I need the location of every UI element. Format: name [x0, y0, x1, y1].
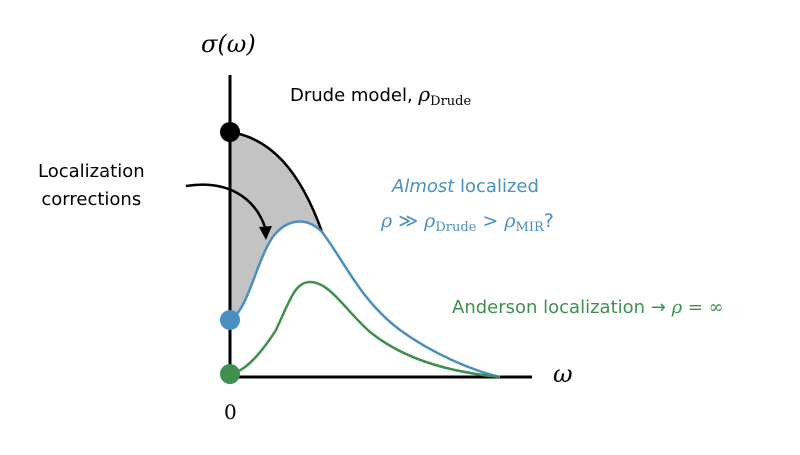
y-axis-label: σ(ω) — [201, 30, 256, 58]
rho: ρ — [381, 210, 393, 232]
question-mark: ? — [543, 210, 554, 232]
greater-sign: > — [476, 210, 505, 232]
localization-correction-shaded-region — [230, 132, 322, 320]
drude-text: Drude model, — [290, 85, 419, 106]
localization-corrections-label: Localization corrections — [38, 158, 145, 214]
drude-curve — [229, 130, 324, 233]
localization-corrections-line2: corrections — [41, 189, 142, 210]
rho-mir-subscript: MIR — [515, 220, 544, 235]
resistivity-inequality: ρ ≫ ρDrude > ρMIR? — [381, 210, 554, 235]
anderson-text: Anderson localization → — [452, 297, 672, 318]
rho-mir: ρ — [504, 210, 516, 232]
anderson-equation: ρ = ∞ — [671, 297, 724, 318]
rho-drude-subscript: Drude — [435, 220, 477, 235]
much-greater-sign: ≫ — [392, 210, 425, 232]
almost-localized-label: Almost localized — [392, 176, 539, 197]
almost-emphasis: Almost — [392, 176, 455, 197]
localized-text: localized — [454, 176, 539, 197]
almost-localized-curve — [229, 220, 501, 379]
origin-label: 0 — [224, 400, 237, 424]
anderson-localization-label: Anderson localization → ρ = ∞ — [452, 297, 724, 318]
drude-subscript: Drude — [430, 94, 472, 109]
anderson-localized-curve — [229, 280, 501, 379]
drude-model-label: Drude model, ρDrude — [290, 82, 471, 109]
localization-corrections-arrow — [185, 183, 268, 231]
drude-intercept-dot — [220, 122, 240, 142]
rho-drude: ρ — [424, 210, 436, 232]
x-axis-label: ω — [553, 360, 573, 388]
almost-localized-intercept-dot — [220, 310, 240, 330]
arrow-head — [259, 226, 272, 240]
anderson-intercept-dot — [220, 364, 240, 384]
localization-corrections-line1: Localization — [38, 161, 145, 182]
rho-symbol: ρ — [418, 82, 431, 106]
